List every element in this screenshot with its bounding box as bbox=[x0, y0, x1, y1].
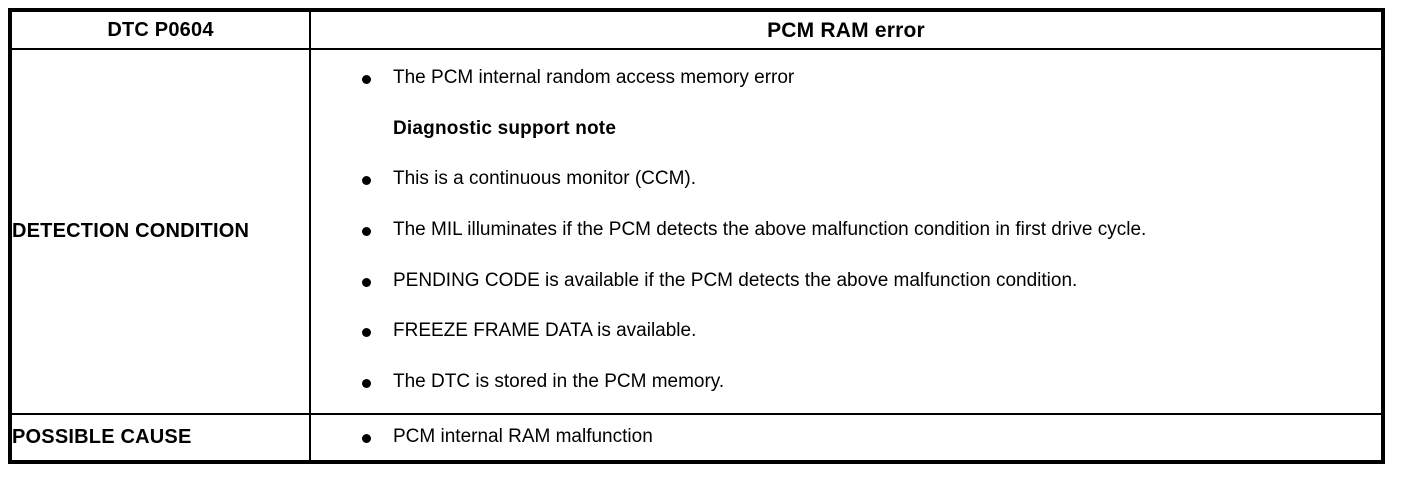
detection-condition-list: The PCM internal random access memory er… bbox=[311, 50, 1381, 413]
list-item: This is a continuous monitor (CCM). bbox=[361, 167, 1371, 192]
list-item: PCM internal RAM malfunction bbox=[361, 425, 1371, 450]
list-item: FREEZE FRAME DATA is available. bbox=[361, 319, 1371, 344]
dtc-code-label: DTC P0604 bbox=[107, 19, 214, 41]
list-item: The DTC is stored in the PCM memory. bbox=[361, 370, 1371, 395]
detection-condition-content: The PCM internal random access memory er… bbox=[309, 48, 1384, 415]
list-item: The MIL illuminates if the PCM detects t… bbox=[361, 218, 1371, 243]
possible-cause-list: PCM internal RAM malfunction bbox=[311, 415, 1381, 460]
table-header-row: DTC P0604 PCM RAM error bbox=[9, 9, 1384, 50]
possible-cause-label: POSSIBLE CAUSE bbox=[9, 412, 311, 463]
detection-condition-label: DETECTION CONDITION bbox=[9, 48, 311, 415]
dtc-title-label: PCM RAM error bbox=[767, 18, 925, 42]
list-item: The PCM internal random access memory er… bbox=[361, 66, 1371, 91]
dtc-code-cell: DTC P0604 bbox=[9, 9, 311, 50]
list-item: PENDING CODE is available if the PCM det… bbox=[361, 269, 1371, 294]
dtc-title-cell: PCM RAM error bbox=[309, 9, 1384, 50]
possible-cause-content: PCM internal RAM malfunction bbox=[309, 412, 1384, 463]
table-row-possible-cause: POSSIBLE CAUSE PCM internal RAM malfunct… bbox=[9, 412, 1384, 463]
table-row-detection-condition: DETECTION CONDITION The PCM internal ran… bbox=[9, 48, 1384, 415]
diagnostic-support-note-heading: Diagnostic support note bbox=[393, 117, 617, 139]
dtc-table: DTC P0604 PCM RAM error DETECTION CONDIT… bbox=[8, 8, 1385, 464]
